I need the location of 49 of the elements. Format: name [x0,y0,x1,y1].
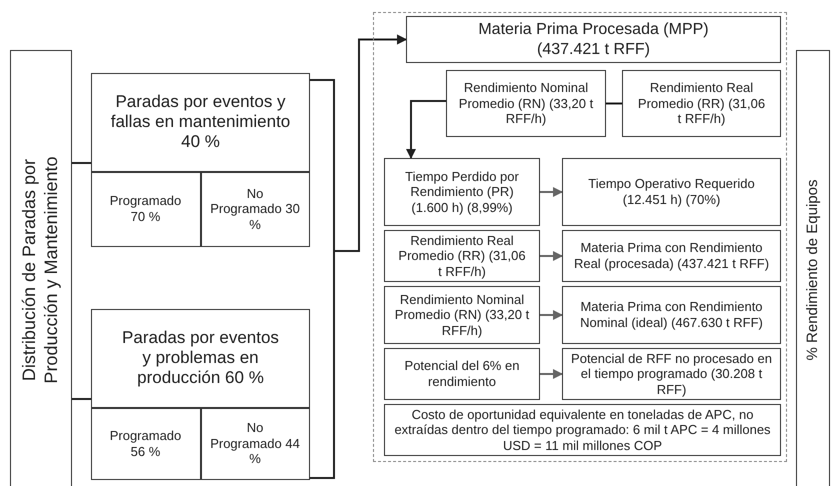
group-frame [373,12,787,462]
node-text: Costo de oportunidad equivalente en toneladas de APC, no extraídas dentro del tiempo programado: 6 mil t APC = 4 millones USD = 11 mil millones COP [393,406,772,454]
node-text: Rendimiento Nominal Promedio (RN) (33,20 t RFF/h) [458,80,594,127]
process-box [384,286,540,344]
process-box [384,348,540,400]
process-box [796,50,830,486]
node-text: No Programado 30 % [210,186,300,232]
process-box [200,408,310,480]
process-box [562,158,781,226]
node-text: Rendimiento Real Promedio (RR) (31,06 t RFF/h) [636,80,766,127]
process-box [622,70,781,137]
process-box [90,172,200,246]
process-box [384,230,540,282]
node-text: Paradas por eventos y fallas en mantenimiento 40 % [110,92,292,153]
process-box [200,172,310,246]
process-box [446,70,606,137]
category-box [91,73,310,247]
connector-line [72,398,91,400]
arrow [540,369,563,379]
arrow [540,251,563,261]
node-text: Programado 56 % [108,428,182,460]
node-text: % Rendimiento de Equipos [804,179,822,360]
process-box [10,50,72,486]
node-text: Materia Prima con Rendimiento Real (procesada) (437.421 t RFF) [572,240,770,272]
node-text: Paradas por eventos y problemas en producción 60 % [121,328,280,389]
node-text: Tiempo Perdido por Rendimiento (PR) (1.600 h) (8,99%) [404,168,520,216]
process-box [562,230,781,282]
process-box [562,286,781,344]
node-text: Materia Prima con Rendimiento Nominal (ideal) (467.630 t RFF) [579,299,764,331]
node-text: Rendimiento Nominal Promedio (RN) (33,20 t RFF/h) [394,292,530,338]
node-text: Rendimiento Real Promedio (RR) (31,06 t RFF/h) [397,232,527,280]
node-text: Tiempo Operativo Requerido (12.451 h) (70%) [587,176,756,208]
connector-line [606,102,622,104]
process-box [562,348,781,400]
arrow [540,310,563,320]
process-box [384,158,540,226]
node-text: No Programado 44 % [210,420,300,467]
node-text: Distribución de Paradas por Producción y Mantenimiento [18,154,62,386]
connector-line [72,162,91,164]
node-text: Materia Prima Procesada (MPP) (437.421 t RFF) [477,20,710,59]
process-box [406,16,781,63]
node-text: Potencial del 6% en rendimiento [404,358,520,390]
arrow [540,187,563,197]
node-text: Programado 70 % [108,193,182,225]
arrow [406,100,446,159]
category-box [91,309,310,480]
arrow [310,34,407,479]
node-text: Potencial de RFF no procesado en el tiempo programado (30.208 t RFF) [570,350,773,398]
process-box [90,408,200,480]
